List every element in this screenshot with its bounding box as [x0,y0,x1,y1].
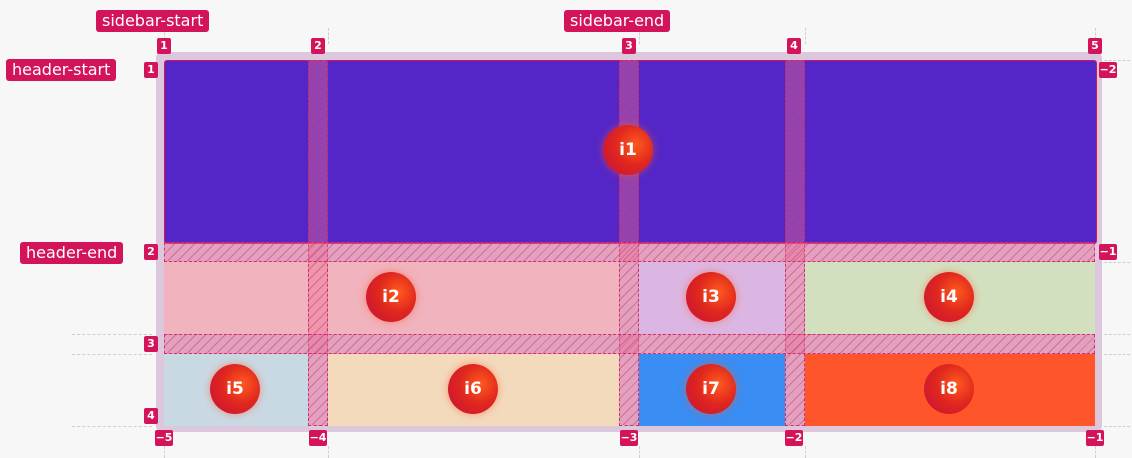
column-line-number-negative: −5 [155,430,173,446]
column-line-number: 4 [787,38,801,54]
column-line-number: 3 [622,38,636,54]
column-line-number-negative: −1 [1086,430,1104,446]
grid-line-guide [72,354,152,355]
grid-line-guide [1104,334,1130,335]
grid-line-guide [328,28,329,44]
item-badge-i5: i5 [210,364,260,414]
grid-line-guide [639,446,640,458]
column-line-number-negative: −2 [785,430,803,446]
item-badge-i4: i4 [924,272,974,322]
row-line-number-negative: −2 [1099,62,1117,78]
row-line-number: 3 [144,336,158,352]
line-name-header-start: header-start [6,59,117,81]
column-line-number: 2 [311,38,325,54]
row-gap-1 [164,242,1095,262]
line-name-header-end: header-end [20,242,124,264]
row-gap-2 [164,334,1095,354]
grid-line-guide [1104,426,1130,427]
row-line-number: 4 [144,408,158,424]
grid-line-guide [1104,60,1130,61]
item-badge-i8: i8 [924,364,974,414]
line-name-sidebar-end: sidebar-end [564,10,671,32]
item-badge-i7: i7 [686,364,736,414]
grid-line-guide [1095,446,1096,458]
column-line-number-negative: −4 [309,430,327,446]
line-name-sidebar-start: sidebar-start [96,10,210,32]
item-badge-i6: i6 [448,364,498,414]
grid-line-guide [639,28,640,44]
column-line-number: 1 [157,38,171,54]
column-line-number: 5 [1088,38,1102,54]
column-line-number-negative: −3 [620,430,638,446]
row-line-number: 2 [144,244,158,260]
grid-line-guide [164,28,165,44]
grid-line-guide [1095,28,1096,44]
grid-line-guide [328,446,329,458]
grid-line-guide [805,446,806,458]
row-line-number-negative: −1 [1099,244,1117,260]
grid-line-guide [805,28,806,44]
item-badge-i1: i1 [603,125,653,175]
grid-line-guide [164,446,165,458]
row-line-number: 1 [144,62,158,78]
item-badge-i2: i2 [366,272,416,322]
grid-line-guide [72,426,152,427]
item-badge-i3: i3 [686,272,736,322]
grid-line-guide [72,334,152,335]
grid-line-guide [1104,354,1130,355]
grid-line-guide [1104,262,1130,263]
